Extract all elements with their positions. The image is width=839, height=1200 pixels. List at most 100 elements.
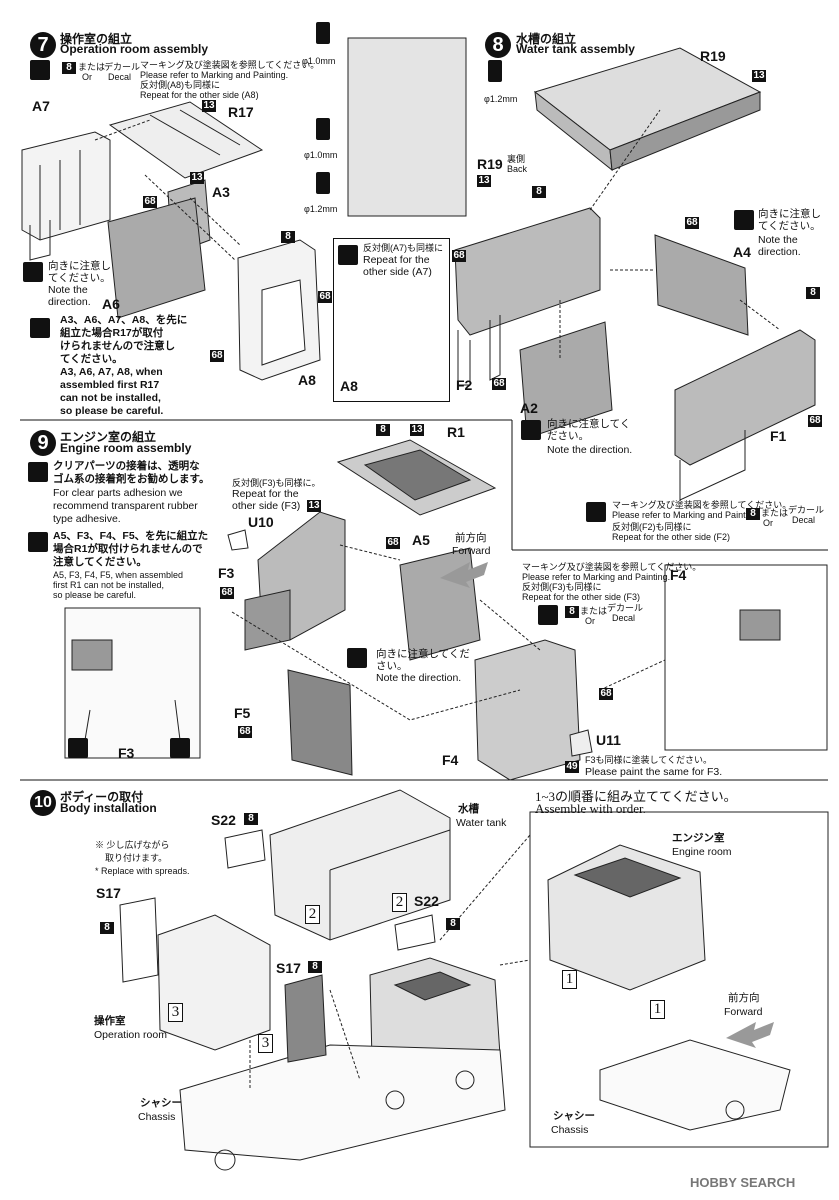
warning-icon <box>28 532 48 552</box>
part-label-f2: F2 <box>456 377 473 393</box>
spread-jp-1: ※ 少し広げながら <box>95 840 170 850</box>
step10-forward-jp: 前方向 <box>728 992 760 1004</box>
warn-en-3: can not be installed, <box>60 392 161 404</box>
warn-en-4: so please be careful. <box>60 405 164 417</box>
paint-brush-icon <box>586 502 606 522</box>
back-jp: 裏側 <box>507 154 526 164</box>
other-side-en: Repeat for the other side (A8) <box>140 90 259 100</box>
part-f2-shape <box>454 207 601 336</box>
warn-jp-2: 組立た場合R17が取付 <box>60 327 164 339</box>
watermark: HOBBY SEARCH <box>690 1175 796 1190</box>
dir-note-en: Note the direction. <box>48 284 91 308</box>
drill-icon <box>316 22 330 44</box>
badge-13b: 13 <box>190 172 204 184</box>
order-2-left: 2 <box>305 905 320 924</box>
badge-8-step8b: 8 <box>806 287 820 299</box>
warn-jp-4: てください。 <box>60 353 123 365</box>
step8-decal-en: Decal <box>792 515 816 525</box>
part-label-u11: U11 <box>596 732 621 748</box>
step8-dir2-en: Note the direction. <box>547 444 633 456</box>
step9-side-jp: 反対側(F3)も同様に。 <box>232 478 321 488</box>
part-label-a2: A2 <box>520 400 538 416</box>
forward-jp: 前方向 <box>455 532 487 544</box>
part-label-f1: F1 <box>770 428 787 444</box>
step-7-title-jp: 操作室の組立 <box>60 32 133 46</box>
a8box-label: A8 <box>340 378 358 394</box>
step8-mk-jp: マーキング及び塗装図を参照してください。 <box>612 500 792 510</box>
step-7-title-en: Operation room assembly <box>60 42 209 56</box>
step9-warn-en1: A5, F3, F4, F5, when assembled <box>53 570 184 580</box>
f4-inset-label: F4 <box>670 567 687 583</box>
badge-13-step9: 13 <box>307 500 321 512</box>
drill-size-3: φ1.0mm <box>304 150 338 160</box>
f4-inset-frame <box>664 564 828 751</box>
step9-dir-en: Note the direction. <box>376 672 462 684</box>
a8box-en2: other side (A7) <box>363 266 432 278</box>
warn-en-1: A3, A6, A7, A8, when <box>60 366 163 378</box>
step8-side-en: Repeat for the other side (F2) <box>612 532 731 542</box>
drill-sheet-shape <box>347 37 467 217</box>
part-f4-shape <box>474 639 581 781</box>
part-label-f4: F4 <box>442 752 459 768</box>
drill-size-1: φ1.0mm <box>302 56 336 66</box>
step-10-title-en: Body installation <box>60 801 157 815</box>
step10-forward-en: Forward <box>724 1006 763 1018</box>
f3-inset-frame <box>64 607 201 759</box>
step9-side-en2: other side (F3) <box>232 500 301 512</box>
paint-en: Please paint the same for F3. <box>585 766 723 778</box>
decal-note-jp: マーキング及び塗装図を参照してください。 <box>140 60 320 70</box>
warn-jp-3: けられませんので注意し <box>60 340 176 352</box>
a8-detail-box <box>333 238 450 402</box>
step9-mk-en: Please refer to Marking and Painting. <box>522 572 671 582</box>
step9-warn-en3: so please be careful. <box>53 590 137 600</box>
a8box-en1: Repeat for the <box>363 254 430 266</box>
step9-warn-en2: first R1 can not be installed, <box>53 580 165 590</box>
step9-mk-side-jp: 反対側(F3)も同様に <box>522 582 602 592</box>
part-u10-shape <box>227 529 249 551</box>
back-en: Back <box>507 164 528 174</box>
badge-68-step9: 68 <box>220 587 234 599</box>
step9-side-en1: Repeat for the <box>232 488 299 500</box>
badge-8-step8c: 8 <box>746 508 760 520</box>
badge-68c: 68 <box>210 350 224 362</box>
s22-right-shape <box>394 914 436 951</box>
badge-8-step9b: 8 <box>565 606 579 618</box>
drill-size-2: φ1.2mm <box>484 94 518 104</box>
badge-8-step10: 8 <box>244 813 258 825</box>
badge-68-step9d: 68 <box>238 726 252 738</box>
badge-8-step8: 8 <box>532 186 546 198</box>
badge-68-step9c: 68 <box>599 688 613 700</box>
step-9-title-en: Engine room assembly <box>60 441 192 455</box>
s17-right-shape <box>284 974 327 1063</box>
part-label-r17: R17 <box>228 104 254 120</box>
part-f5-shape <box>287 669 353 776</box>
part-a6-shape <box>107 197 206 319</box>
s22-left-shape <box>224 829 266 869</box>
clear-en-2: recommend transparent rubber <box>53 500 198 512</box>
paint-brush-icon <box>30 60 50 80</box>
badge-68-step9b: 68 <box>386 537 400 549</box>
clear-en-3: type adhesive. <box>53 513 121 525</box>
drill-icon <box>488 60 502 82</box>
order-3-left: 3 <box>168 1003 183 1022</box>
spread-en: * Replace with spreads. <box>95 866 190 876</box>
decal-icon <box>338 245 358 265</box>
direction-icon <box>23 262 43 282</box>
warn-en-2: assembled first R17 <box>60 379 160 391</box>
badge-68b: 68 <box>318 291 332 303</box>
dir-note-jp: 向きに注意してください。 <box>48 260 111 284</box>
paint-brush-icon <box>538 605 558 625</box>
step-8-number: 8 <box>485 32 511 58</box>
decal-icon <box>170 738 190 758</box>
water-tank-jp: 水槽 <box>458 803 479 815</box>
paint-badge: 8 <box>62 62 76 74</box>
step8-dir2-jp: 向きに注意してください。 <box>547 418 631 442</box>
step8-or-jp: または <box>761 508 789 518</box>
step9-warn-jp3: 注意してください。 <box>53 556 147 568</box>
chassis-jp: シャシー <box>140 1097 182 1109</box>
step8-or-en: Or <box>763 518 773 528</box>
badge-8-step10c: 8 <box>446 918 460 930</box>
glue-icon <box>28 462 48 482</box>
operation-room-jp: 操作室 <box>94 1015 126 1027</box>
